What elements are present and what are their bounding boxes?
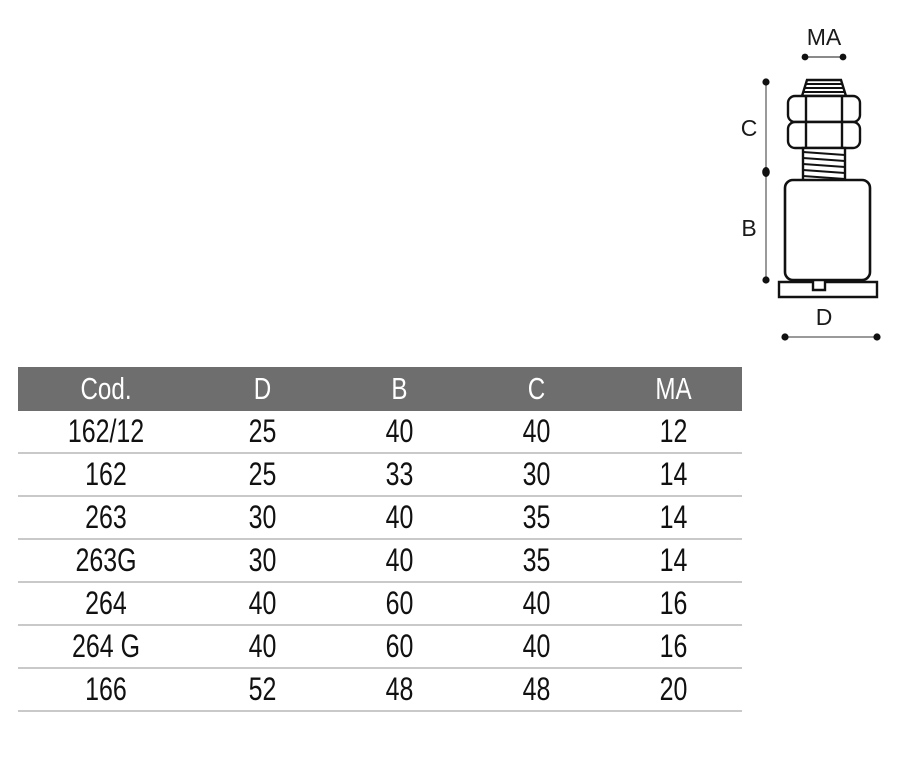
- hex-nut-upper: [786, 94, 862, 124]
- dimension-dot-c-top: [762, 78, 770, 86]
- base-pad: [777, 280, 879, 299]
- table-row: 162 25 33 30 14: [18, 453, 742, 497]
- cell-c: 35: [483, 496, 590, 540]
- cell-d: 40: [209, 582, 316, 626]
- cell-d: 25: [209, 411, 316, 454]
- cell-c: 40: [483, 625, 590, 669]
- part-geometry: [777, 78, 879, 299]
- table-row: 264 G 40 60 40 16: [18, 625, 742, 669]
- cell-b: 60: [346, 625, 453, 669]
- table-row: 263 30 40 35 14: [18, 496, 742, 540]
- table-header-row: Cod. D B C MA: [18, 367, 742, 411]
- dimension-dot-c-b-middle: [762, 167, 770, 177]
- table-body: 162/12 25 40 40 12 162 25 33 30 14 263 3…: [18, 411, 742, 712]
- table-row: 166 52 48 48 20: [18, 668, 742, 712]
- cell-cod: 166: [37, 668, 175, 712]
- cell-cod: 263G: [37, 539, 175, 583]
- dimension-dot-ma-right: [839, 53, 847, 61]
- cell-cod: 264: [37, 582, 175, 626]
- cell-d: 52: [209, 668, 316, 712]
- cell-d: 30: [209, 539, 316, 583]
- cell-b: 40: [346, 539, 453, 583]
- cell-c: 30: [483, 453, 590, 497]
- cell-cod: 263: [37, 496, 175, 540]
- cell-b: 48: [346, 668, 453, 712]
- table-row: 264 40 60 40 16: [18, 582, 742, 626]
- cell-b: 40: [346, 411, 453, 454]
- column-header-d: D: [253, 371, 272, 406]
- cell-c: 40: [483, 411, 590, 454]
- cell-b: 33: [346, 453, 453, 497]
- dimension-label-d: D: [816, 304, 833, 330]
- cell-ma: 20: [620, 668, 727, 712]
- dimension-label-b: B: [741, 215, 756, 241]
- dimension-label-ma: MA: [807, 24, 842, 50]
- cell-ma: 16: [620, 582, 727, 626]
- dimension-dot-d-left: [781, 333, 789, 341]
- cell-d: 25: [209, 453, 316, 497]
- cell-ma: 12: [620, 411, 727, 454]
- column-header-c: C: [527, 371, 546, 406]
- body-cylinder: [783, 178, 872, 282]
- cell-d: 40: [209, 625, 316, 669]
- cell-b: 40: [346, 496, 453, 540]
- dimension-dot-ma-left: [801, 53, 809, 61]
- cell-c: 48: [483, 668, 590, 712]
- cell-cod: 264 G: [37, 625, 175, 669]
- table-row: 162/12 25 40 40 12: [18, 411, 742, 454]
- table-row: 263G 30 40 35 14: [18, 539, 742, 583]
- hex-nut-lower: [786, 120, 862, 150]
- technical-drawing: MA C B: [735, 20, 900, 350]
- cell-c: 35: [483, 539, 590, 583]
- cell-b: 60: [346, 582, 453, 626]
- dimension-dot-b-bottom: [762, 276, 770, 284]
- cell-cod: 162/12: [37, 411, 175, 454]
- cell-ma: 14: [620, 539, 727, 583]
- column-header-ma: MA: [655, 371, 692, 406]
- cell-ma: 16: [620, 625, 727, 669]
- threaded-shank: [801, 146, 847, 183]
- cell-cod: 162: [37, 453, 175, 497]
- cell-ma: 14: [620, 453, 727, 497]
- stud-cap: [800, 78, 848, 98]
- dimension-label-c: C: [741, 115, 758, 141]
- column-header-b: B: [391, 371, 408, 406]
- cell-c: 40: [483, 582, 590, 626]
- specification-table: Cod. D B C MA 162/12 25 40 40 12 162 25 …: [18, 367, 748, 712]
- cell-ma: 14: [620, 496, 727, 540]
- dimension-dot-d-right: [873, 333, 881, 341]
- cell-d: 30: [209, 496, 316, 540]
- column-header-cod: Cod.: [80, 371, 132, 406]
